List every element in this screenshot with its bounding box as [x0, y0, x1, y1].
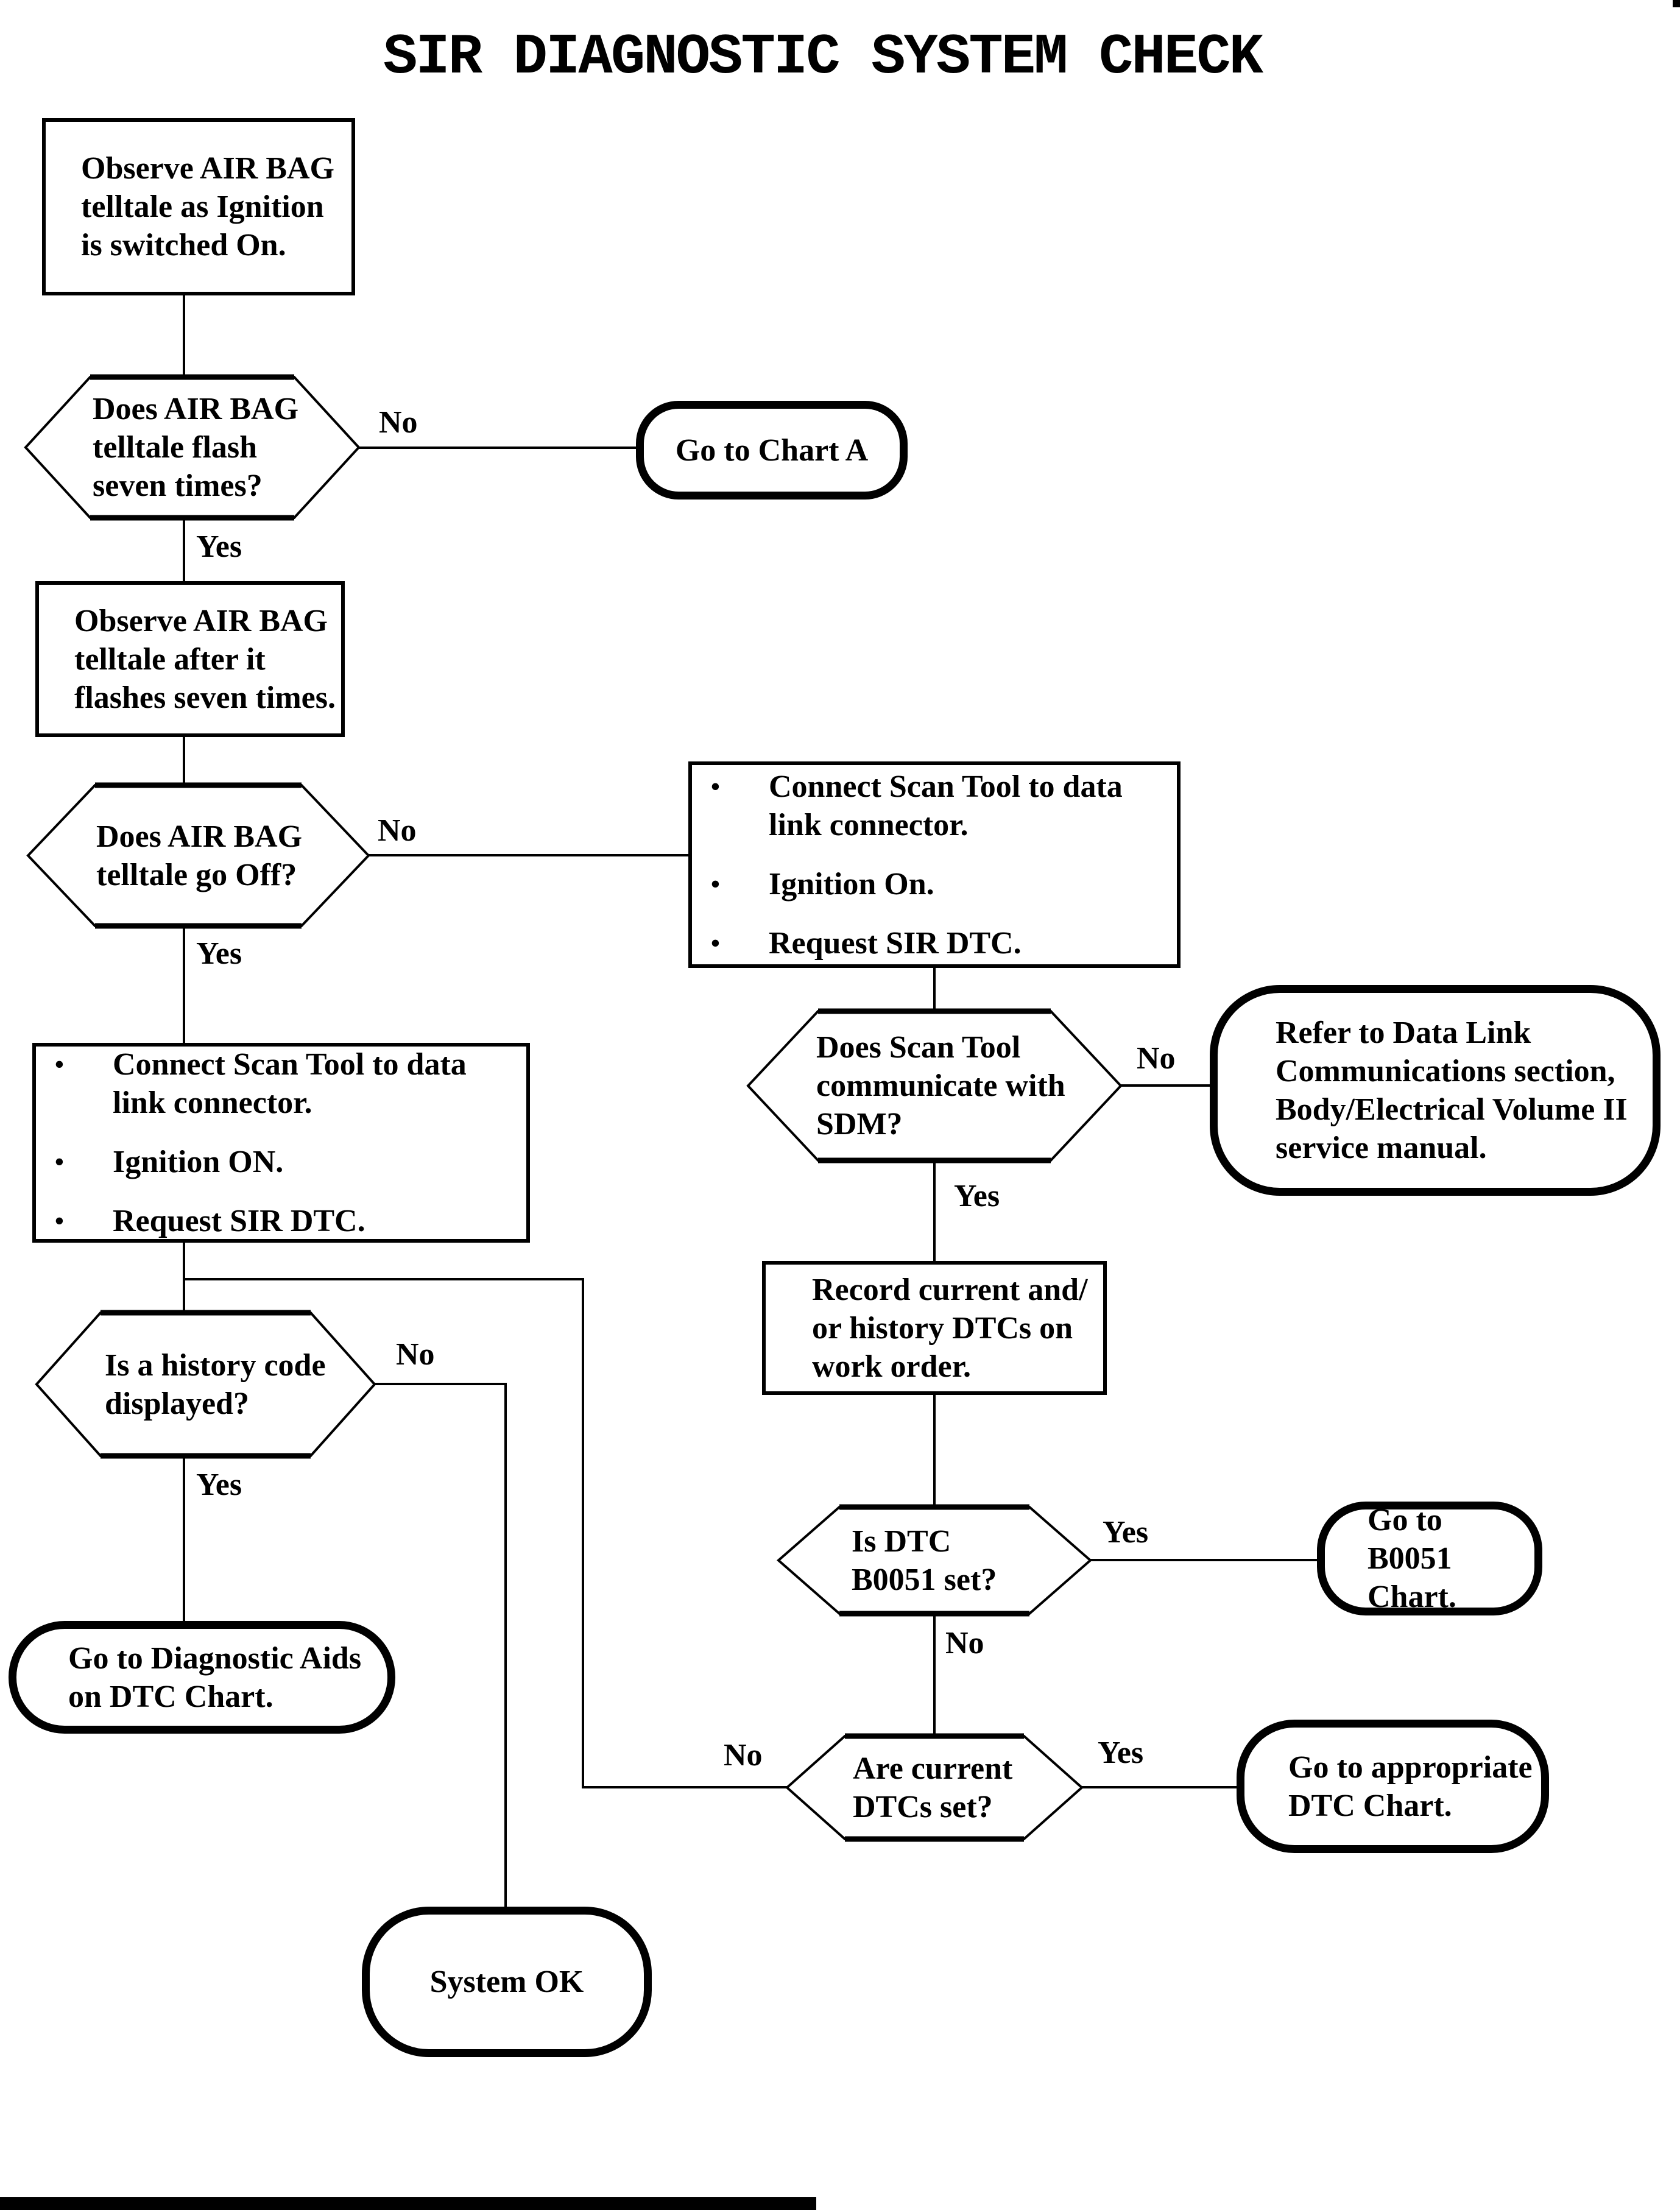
terminal-go-diag-aids: Go to Diagnostic Aids on DTC Chart. [9, 1621, 395, 1734]
terminal-go-appropriate: Go to appropriate DTC Chart. [1237, 1720, 1549, 1853]
terminal-go-b0051-text: Go to B0051 Chart. [1368, 1503, 1456, 1614]
list-item: • Ignition On. [692, 865, 1177, 903]
bullet-marker: • [710, 770, 721, 803]
scan-artifact-bottom-bar [0, 2197, 816, 2210]
node-telltale-off-text: Does AIR BAG telltale go Off? [96, 819, 303, 892]
edge-label-current-yes: Yes [1098, 1735, 1144, 1770]
list-item: • Ignition ON. [36, 1143, 526, 1181]
node-observe-after: Observe AIR BAG telltale after it flashe… [35, 581, 345, 737]
edge-label-flash-yes: Yes [196, 529, 242, 564]
node-observe-after-text: Observe AIR BAG telltale after it flashe… [74, 603, 336, 715]
edge-label-sdm-yes: Yes [954, 1179, 1000, 1213]
bullet-marker: • [54, 1146, 65, 1178]
terminal-go-b0051: Go to B0051 Chart. [1317, 1502, 1542, 1615]
node-record-dtcs-text: Record current and/ or history DTCs on w… [812, 1272, 1088, 1384]
edge-label-off-yes: Yes [196, 936, 242, 971]
edge-currentno-return [184, 1278, 787, 1788]
bullet-marker: • [710, 867, 721, 900]
node-sdm-comm-text: Does Scan Tool communicate with SDM? [816, 1030, 1065, 1142]
list-item: • Connect Scan Tool to data link connect… [36, 1045, 526, 1122]
edge-label-current-no: No [724, 1738, 763, 1773]
terminal-go-chart-a: Go to Chart A [636, 401, 908, 500]
list-item: • Request SIR DTC. [36, 1202, 526, 1240]
edge-label-b0051-yes: Yes [1103, 1515, 1149, 1550]
scan-artifact-top-right [1673, 0, 1680, 7]
bullet-marker: • [54, 1048, 65, 1081]
bullet-marker: • [54, 1205, 65, 1237]
connector-lines [183, 295, 1317, 1907]
node-record-dtcs: Record current and/ or history DTCs on w… [762, 1261, 1107, 1395]
edge-label-history-yes: Yes [196, 1467, 242, 1502]
node-scan-tool-left: • Connect Scan Tool to data link connect… [32, 1043, 530, 1243]
node-dtc-b0051-text: Is DTC B0051 set? [852, 1523, 997, 1597]
edge-label-b0051-no: No [945, 1626, 984, 1661]
node-history-code-text: Is a history code displayed? [105, 1347, 326, 1421]
node-flash-seven-text: Does AIR BAG telltale flash seven times? [93, 392, 299, 503]
terminal-go-chart-a-text: Go to Chart A [675, 432, 869, 468]
terminal-system-ok-text: System OK [429, 1965, 584, 1999]
edge-label-flash-no: No [379, 405, 418, 440]
hexagon-thick-edges [90, 374, 1051, 1842]
edge-history-no [375, 1383, 507, 1907]
node-current-dtcs-text: Are current DTCs set? [853, 1751, 1013, 1824]
terminal-go-diag-aids-text: Go to Diagnostic Aids on DTC Chart. [68, 1640, 362, 1714]
page-title: SIR DIAGNOSTIC SYSTEM CHECK [383, 26, 1263, 90]
bullet-marker: • [710, 927, 721, 959]
terminal-refer-datalink: Refer to Data Link Communications sectio… [1210, 985, 1661, 1196]
node-observe-ignition-text: Observe AIR BAG telltale as Ignition is … [81, 151, 334, 263]
list-item: • Connect Scan Tool to data link connect… [692, 768, 1177, 844]
list-item: • Request SIR DTC. [692, 924, 1177, 962]
terminal-system-ok: System OK [362, 1907, 652, 2057]
edge-label-history-no: No [396, 1337, 435, 1372]
edge-label-off-no: No [378, 813, 417, 848]
node-scan-tool-right: • Connect Scan Tool to data link connect… [688, 761, 1181, 968]
edge-label-sdm-no: No [1137, 1041, 1176, 1076]
terminal-refer-datalink-text: Refer to Data Link Communications sectio… [1276, 1015, 1628, 1165]
terminal-go-appropriate-text: Go to appropriate DTC Chart. [1288, 1749, 1533, 1823]
node-observe-ignition: Observe AIR BAG telltale as Ignition is … [42, 118, 355, 295]
